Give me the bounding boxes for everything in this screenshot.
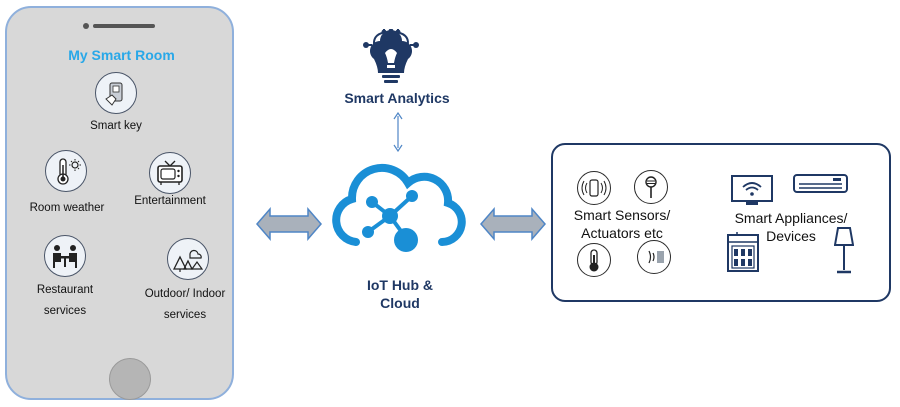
- iot-hub-label-line1: IoT Hub &: [366, 277, 434, 293]
- iot-hub-label: IoT Hub & Cloud: [345, 276, 455, 312]
- phone-title: My Smart Room: [68, 47, 175, 63]
- thermometer-sun-icon[interactable]: [45, 150, 87, 192]
- app-label-outdoor: Outdoor/ Indoor services: [129, 284, 241, 326]
- app-label-smart-key: Smart key: [90, 120, 142, 132]
- wine-fridge-icon: [727, 232, 759, 272]
- dining-icon[interactable]: [44, 235, 86, 277]
- app-label-outdoor-line1: Outdoor/ Indoor: [144, 288, 226, 300]
- appliances-label-line2: Devices: [766, 228, 816, 244]
- cloud-network-icon: [332, 163, 466, 252]
- app-label-restaurant: Restaurant services: [15, 280, 115, 322]
- phone-hub-arrow: [256, 207, 322, 241]
- probe-sensor-icon: [634, 170, 668, 204]
- smart-tv-icon: [731, 175, 773, 205]
- smart-analytics-label: Smart Analytics: [344, 90, 450, 106]
- proximity-sensor-icon: [637, 240, 671, 274]
- phone-speaker: [93, 24, 155, 28]
- thermometer-icon: [577, 243, 611, 277]
- floor-lamp-icon: [834, 227, 854, 274]
- tv-icon[interactable]: [149, 152, 191, 194]
- phone-camera: [83, 23, 89, 29]
- app-label-entertainment: Entertainment: [134, 195, 206, 207]
- iot-hub-label-line2: Cloud: [380, 295, 420, 311]
- app-label-room-weather: Room weather: [29, 202, 105, 214]
- outdoor-scene-icon[interactable]: [167, 238, 209, 280]
- sensor-device-icon: [577, 171, 611, 205]
- phone-home-button[interactable]: [109, 358, 151, 400]
- sensors-label: Smart Sensors/ Actuators etc: [566, 206, 678, 242]
- appliances-label: Smart Appliances/ Devices: [728, 209, 854, 245]
- appliances-label-line1: Smart Appliances/: [734, 210, 848, 226]
- smart-room-phone: My Smart Room Smart key Room weather Ent…: [5, 6, 234, 400]
- sensors-label-line2: Actuators etc: [581, 225, 663, 241]
- app-label-restaurant-line1: Restaurant: [36, 284, 94, 296]
- devices-panel: [551, 143, 891, 302]
- sensors-label-line1: Smart Sensors/: [573, 207, 671, 223]
- app-label-outdoor-line2: services: [163, 309, 207, 321]
- brain-bulb-icon: [363, 29, 419, 83]
- analytics-hub-arrow: [393, 112, 403, 152]
- hub-devices-arrow: [480, 207, 546, 241]
- air-conditioner-icon: [793, 174, 848, 193]
- app-label-restaurant-line2: services: [43, 305, 87, 317]
- smart-key-icon[interactable]: [95, 72, 137, 114]
